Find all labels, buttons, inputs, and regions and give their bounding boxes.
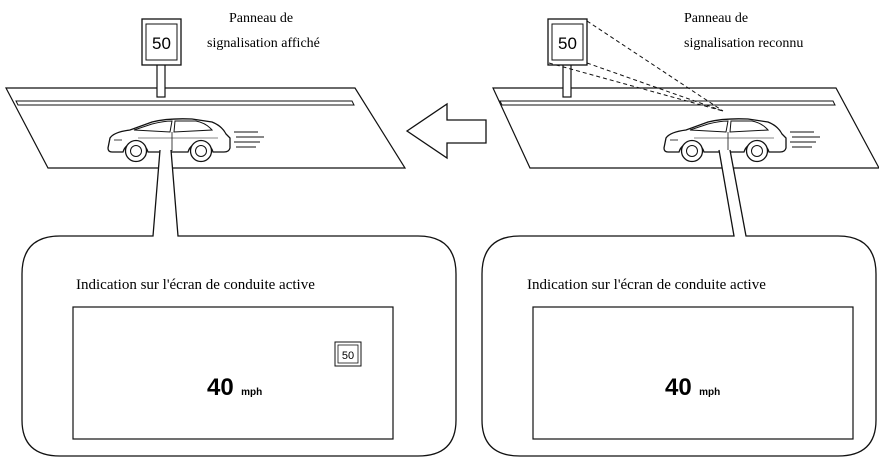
left-callout-title: Indication sur l'écran de conduite activ… (76, 277, 315, 293)
left-display-sign-value: 50 (342, 350, 354, 362)
left-driver-display: 50 40 mph (72, 306, 394, 440)
right-sign-value: 50 (558, 34, 577, 53)
left-speed-unit: mph (241, 387, 262, 398)
right-speed-sign: 50 (547, 18, 588, 98)
left-speed-value: 40 (207, 374, 234, 401)
left-arrow-icon (405, 102, 487, 160)
left-caption-line1: Panneau de (229, 11, 293, 26)
svg-text:40 mph: 40 mph (207, 374, 262, 401)
left-sign-value: 50 (152, 34, 171, 53)
right-speed-value: 40 (665, 374, 692, 401)
svg-text:Panneau de signalisation: Panneau de signalisation reconnu (684, 11, 803, 51)
svg-text:40 mph: 40 mph (665, 374, 720, 401)
right-driver-display: 40 mph (532, 306, 854, 440)
svg-text:Panneau de signalisation: Panneau de signalisation affiché (207, 11, 320, 51)
right-lane-marking (499, 100, 836, 106)
left-caption-line2: signalisation affiché (207, 36, 320, 51)
right-callout-title: Indication sur l'écran de conduite activ… (527, 277, 766, 293)
right-scene: 50 Panneau de signalisation reconnu (492, 11, 879, 169)
right-speed-unit: mph (699, 387, 720, 398)
left-scene: 50 Panneau de signalisation affiché (5, 11, 407, 169)
right-caption-line1: Panneau de (684, 11, 748, 26)
right-caption-line2: signalisation reconnu (684, 36, 803, 51)
left-display-sign: 50 (334, 341, 362, 367)
left-lane-marking (15, 100, 355, 106)
left-speed-sign: 50 (141, 18, 182, 98)
recognition-dashed-lines (548, 20, 724, 112)
